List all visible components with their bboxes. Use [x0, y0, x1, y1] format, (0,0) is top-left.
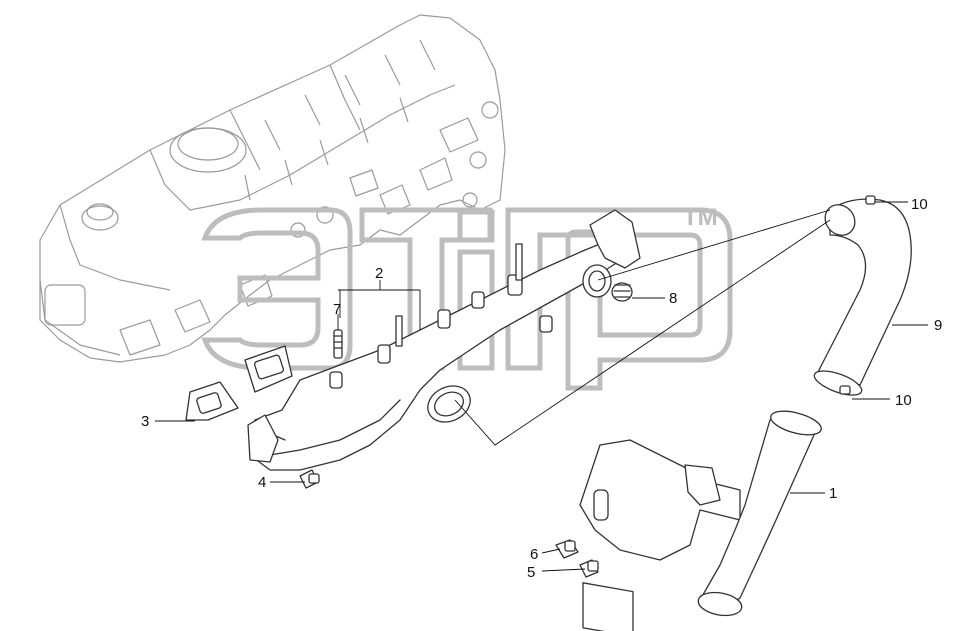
part-5-bolt: [579, 559, 599, 578]
part-10-clamp-top: [865, 195, 876, 205]
part-9-hose: [813, 198, 912, 396]
callout-10-top: 10: [911, 196, 928, 213]
part-1-pipe-bracket: [579, 410, 822, 631]
part-6-bolt: [555, 539, 579, 559]
callout-2: 2: [375, 265, 383, 282]
callout-leaders: [155, 201, 928, 572]
callout-4: 4: [258, 474, 266, 491]
callout-1: 1: [829, 485, 837, 502]
callout-6: 6: [530, 546, 538, 563]
callout-7: 7: [333, 301, 341, 318]
part-4-bolt: [299, 469, 320, 489]
callout-5: 5: [527, 564, 535, 581]
part-2-studs: [395, 243, 523, 347]
assembly-connection-lines: [454, 209, 831, 446]
callout-labels: 1 2 3 4 5 6 7 8 9 10 10: [141, 196, 942, 581]
engine-cylinder-head: [39, 14, 506, 363]
callout-9: 9: [934, 317, 942, 334]
callout-8: 8: [669, 290, 677, 307]
watermark-letter-e: [201, 207, 353, 371]
part-8-plug: [611, 282, 633, 302]
callout-10-bottom: 10: [895, 392, 912, 409]
callout-3: 3: [141, 413, 149, 430]
part-10-clamp-bottom: [839, 385, 851, 395]
part-3-gasket: [185, 345, 293, 421]
exhaust-manifold: [247, 209, 641, 471]
watermark-tm: TM: [683, 204, 718, 231]
part-7-stud: [333, 329, 343, 359]
